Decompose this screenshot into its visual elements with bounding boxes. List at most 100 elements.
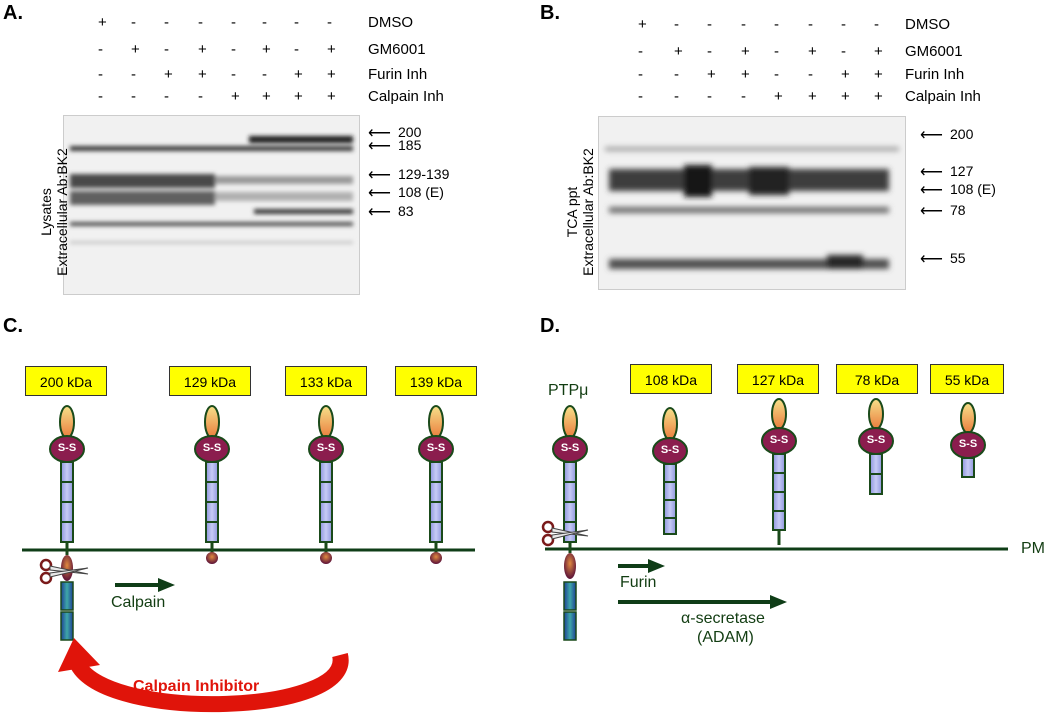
treatment-sign: + [231,88,240,105]
treatment-sign: - [741,16,746,33]
treatment-sign: - [707,16,712,33]
ss-label-d-5: S-S [958,438,978,450]
panel-a-blot-bands [70,136,353,244]
treatment-sign: - [874,16,879,33]
treatment-sign: + [131,41,140,58]
marker-arrow-icon: ⟵ [920,182,943,199]
treatment-sign: - [674,16,679,33]
treatment-sign: + [294,66,303,83]
treatment-name: DMSO [368,14,413,31]
molecular-weight-label: 108 (E) [950,181,996,197]
treatment-sign: - [131,14,136,31]
marker-arrow-icon: ⟵ [920,251,943,268]
treatment-sign: - [231,41,236,58]
treatment-sign: - [198,88,203,105]
treatment-sign: - [741,88,746,105]
ss-label-c-4: S-S [426,442,446,454]
marker-arrow-icon: ⟵ [920,164,943,181]
ptp-fragment-d-78 [858,398,894,495]
treatment-sign: - [674,88,679,105]
scissors-icon-d [541,520,589,547]
kda-box-d-127: 127 kDa [737,364,819,394]
treatment-sign: + [327,66,336,83]
secretase-arrow [618,595,787,609]
treatment-sign: + [638,16,647,33]
kda-box-c-129: 129 kDa [169,366,251,396]
treatment-sign: - [808,16,813,33]
molecular-weight-label: 200 [950,126,974,142]
ptp-fragment-d-127 [761,398,797,545]
treatment-sign: - [674,66,679,83]
marker-arrow-icon: ⟵ [368,138,391,155]
treatment-sign: - [262,14,267,31]
treatment-name: DMSO [905,16,950,33]
kda-box-c-133: 133 kDa [285,366,367,396]
treatment-sign: - [774,16,779,33]
treatment-sign: - [262,66,267,83]
kda-box-d-55: 55 kDa [930,364,1004,394]
molecular-weight-label: 129-139 [398,166,450,182]
treatment-sign: + [674,43,683,60]
treatment-sign: - [164,88,169,105]
ss-label-d-1: S-S [560,442,580,454]
calpain-arrow [115,578,175,592]
treatment-sign: + [262,88,271,105]
treatment-sign: - [198,14,203,31]
molecular-weight-label: 78 [950,202,966,218]
marker-arrow-icon: ⟵ [368,125,391,142]
treatment-sign: - [98,66,103,83]
ptp-fragment-d-55 [950,402,986,478]
treatment-sign: - [131,66,136,83]
calpain-label: Calpain [111,594,166,611]
ss-label-c-2: S-S [202,442,222,454]
treatment-sign: - [808,66,813,83]
treatment-sign: + [774,88,783,105]
treatment-name: Furin Inh [905,66,965,83]
kda-box-d-78: 78 kDa [836,364,918,394]
treatment-sign: + [327,41,336,58]
furin-arrow [618,559,665,573]
marker-arrow-icon: ⟵ [368,185,391,202]
treatment-sign: - [638,88,643,105]
treatment-sign: + [741,43,750,60]
treatment-sign: + [707,66,716,83]
treatment-sign: + [808,43,817,60]
panel-a-label: A. [3,2,23,24]
treatment-sign: - [841,43,846,60]
kda-box-c-200: 200 kDa [25,366,107,396]
treatment-name: GM6001 [368,41,426,58]
treatment-sign: + [198,66,207,83]
ss-label-c-1: S-S [57,442,77,454]
treatment-sign: - [294,41,299,58]
ss-label-c-3: S-S [316,442,336,454]
ptp-full-c [49,405,85,641]
treatment-sign: - [98,88,103,105]
pm-label: PM [1021,540,1045,557]
treatment-sign: - [131,88,136,105]
marker-arrow-icon: ⟵ [368,204,391,221]
treatment-sign: + [874,88,883,105]
treatment-sign: - [294,14,299,31]
ss-label-d-2: S-S [660,444,680,456]
panel-a-blot [63,115,360,295]
furin-label: Furin [620,574,657,591]
treatment-sign: + [98,14,107,31]
treatment-name: GM6001 [905,43,963,60]
treatment-sign: + [841,88,850,105]
panel-b-blot [598,116,906,290]
treatment-sign: - [707,43,712,60]
scissors-icon-c [39,558,89,585]
panel-c-label: C. [3,315,23,337]
ptp-mu-label: PTPμ [548,382,589,399]
panel-b-label: B. [540,2,560,24]
treatment-sign: - [774,43,779,60]
treatment-sign: - [638,66,643,83]
ptp-fragment-c-129 [194,405,230,564]
marker-arrow-icon: ⟵ [920,127,943,144]
marker-arrow-icon: ⟵ [368,167,391,184]
treatment-sign: - [774,66,779,83]
treatment-sign: + [198,41,207,58]
treatment-sign: - [841,16,846,33]
kda-box-c-139: 139 kDa [395,366,477,396]
